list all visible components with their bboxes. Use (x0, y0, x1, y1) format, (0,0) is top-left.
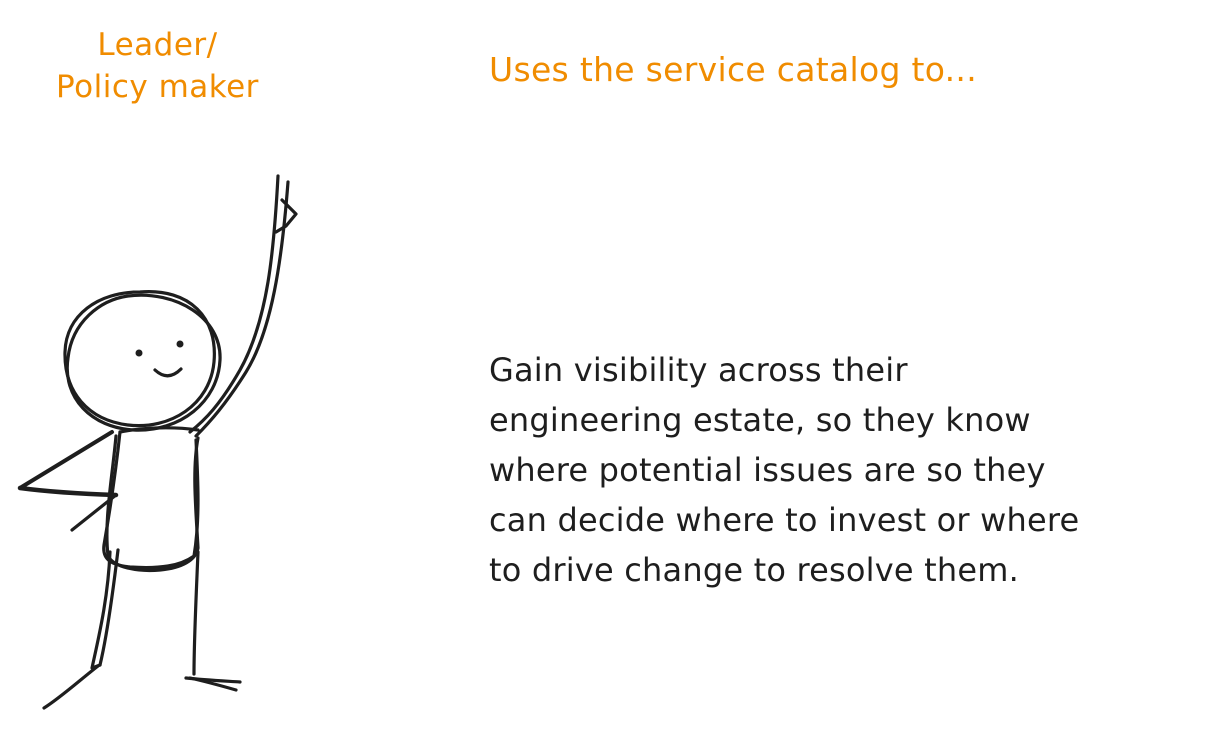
description-line: Gain visibility across their (489, 351, 908, 389)
description-line: where potential issues are so they (489, 451, 1046, 489)
description-line: can decide where to invest or where (489, 501, 1080, 539)
description-line: engineering estate, so they know (489, 401, 1031, 439)
role-label: Leader/ Policy maker (30, 24, 285, 108)
stick-figure-raising-hand-icon (17, 174, 298, 710)
role-label-line-2: Policy maker (56, 69, 259, 105)
description-line: to drive change to resolve them. (489, 551, 1020, 589)
role-label-line-1: Leader/ (97, 27, 218, 63)
description: Gain visibility across their engineering… (489, 345, 1209, 595)
heading: Uses the service catalog to... (489, 50, 978, 89)
